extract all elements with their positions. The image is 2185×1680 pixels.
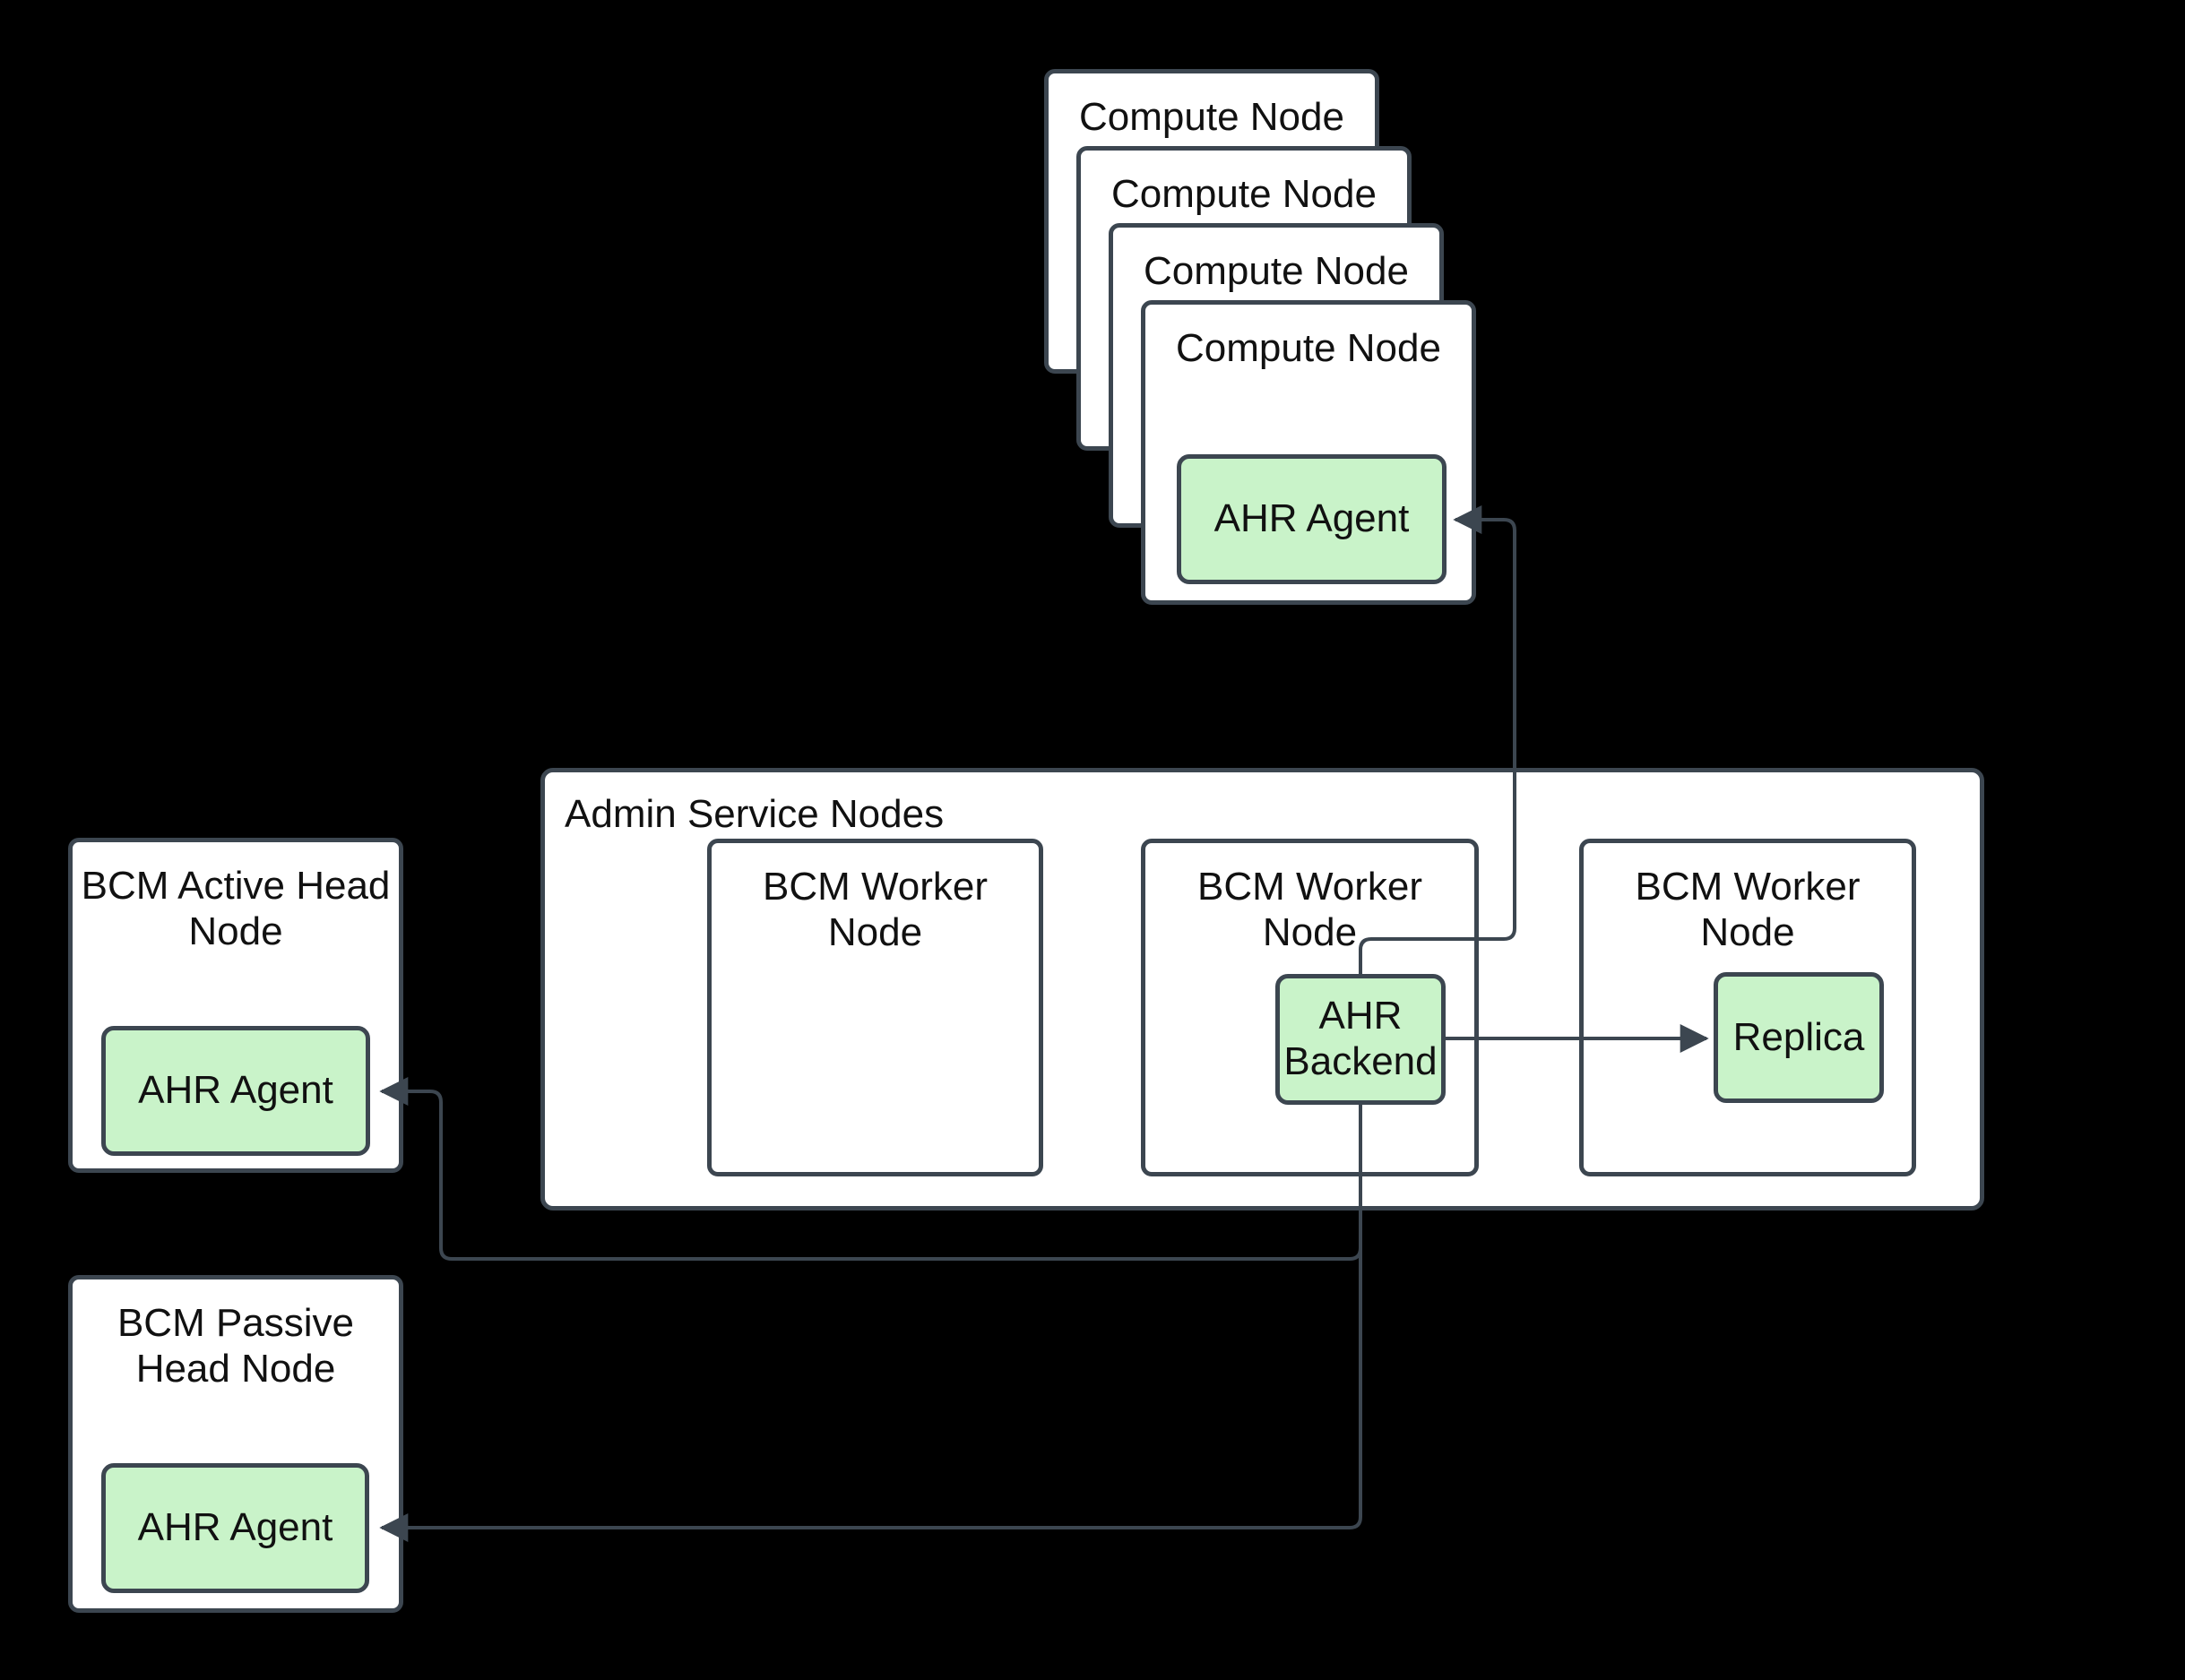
compute-node-label: Compute Node [1176, 326, 1441, 370]
passive-head-title-line: BCM Passive [117, 1301, 355, 1345]
bcm-worker-title-line: Node [827, 909, 923, 954]
admin-service-nodes-title-text: Admin Service Nodes [565, 792, 945, 836]
bcm-worker-title-line: Node [1700, 909, 1795, 954]
bcm-worker-title-line: BCM Worker [763, 865, 988, 909]
compute-node-title: Compute Node [1081, 172, 1407, 218]
compute-node-title: Compute Node [1145, 326, 1472, 372]
compute-node-box-4: Compute Node AHR Agent [1141, 300, 1476, 605]
bcm-worker-node-box-2: BCM Worker Node AHR Backend [1141, 839, 1479, 1176]
ahr-backend-label-line: AHR [1318, 994, 1403, 1038]
bcm-worker-node-box-3: BCM Worker Node Replica [1579, 839, 1916, 1176]
ahr-backend-label-line: Backend [1283, 1039, 1438, 1083]
replica-box: Replica [1714, 972, 1884, 1103]
bcm-worker-node-title: BCM Worker Node [1145, 865, 1474, 955]
ahr-agent-label: AHR Agent [138, 1068, 333, 1113]
ahr-agent-label: AHR Agent [1213, 496, 1410, 541]
compute-node-title: Compute Node [1113, 249, 1439, 295]
ahr-agent-label: AHR Agent [137, 1505, 333, 1550]
bcm-worker-node-title: BCM Worker Node [1584, 865, 1912, 955]
ahr-agent-box-compute: AHR Agent [1177, 454, 1447, 584]
ahr-backend-box: AHR Backend [1275, 974, 1446, 1105]
admin-service-nodes-title: Admin Service Nodes [565, 792, 944, 838]
active-head-title-line: Node [188, 909, 283, 953]
bcm-worker-title-line: BCM Worker [1635, 865, 1861, 909]
replica-label: Replica [1732, 1014, 1865, 1059]
compute-node-label: Compute Node [1079, 95, 1344, 139]
bcm-worker-title-line: BCM Worker [1197, 865, 1422, 909]
compute-node-label: Compute Node [1144, 249, 1409, 293]
bcm-passive-head-node-title: BCM Passive Head Node [73, 1301, 399, 1391]
ahr-agent-box-active-head: AHR Agent [101, 1026, 370, 1156]
bcm-worker-title-line: Node [1262, 909, 1358, 954]
bcm-active-head-node-title: BCM Active Head Node [73, 864, 399, 954]
admin-service-nodes-container: Admin Service Nodes BCM Worker Node BCM … [540, 768, 1984, 1210]
bcm-worker-node-title: BCM Worker Node [712, 865, 1039, 955]
passive-head-title-line: Head Node [135, 1346, 336, 1391]
ahr-agent-box-passive-head: AHR Agent [101, 1463, 369, 1593]
compute-node-title: Compute Node [1049, 95, 1375, 141]
compute-node-label: Compute Node [1111, 172, 1377, 216]
bcm-active-head-node-box: BCM Active Head Node AHR Agent [68, 838, 403, 1173]
bcm-worker-node-box-1: BCM Worker Node [707, 839, 1043, 1176]
active-head-title-line: BCM Active Head [81, 864, 391, 908]
bcm-passive-head-node-box: BCM Passive Head Node AHR Agent [68, 1275, 403, 1613]
